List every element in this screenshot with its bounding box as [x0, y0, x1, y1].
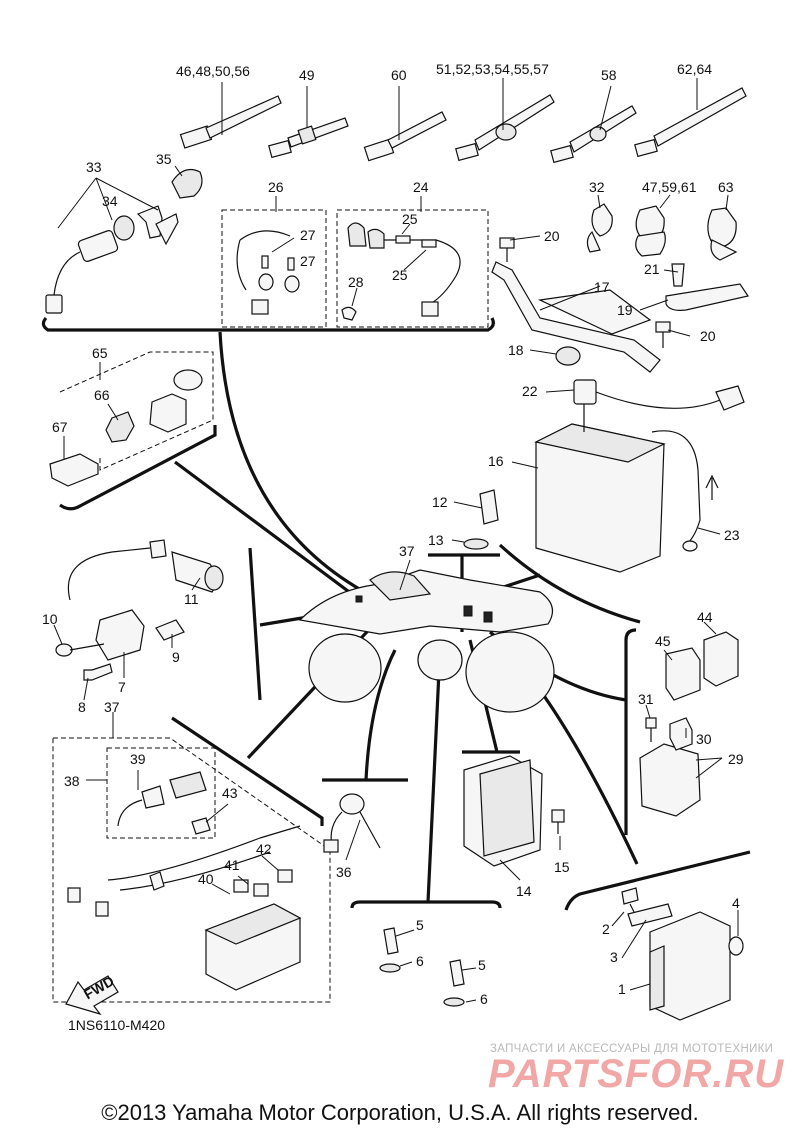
callout: 34 [102, 193, 118, 209]
callout: 5 [416, 917, 424, 933]
callout: 17 [594, 279, 610, 295]
callout: 27 [300, 253, 316, 269]
callout: 51,52,53,54,55,57 [436, 61, 549, 77]
callout: 9 [172, 649, 180, 665]
callout: 32 [589, 179, 605, 195]
dashed-subgroups [52, 209, 489, 1003]
callout: 37 [104, 699, 120, 715]
callout: 29 [728, 751, 744, 767]
callout: 25 [402, 211, 418, 227]
callout: 20 [700, 328, 716, 344]
callout: 15 [554, 859, 570, 875]
main-switch-assembly [45, 169, 203, 314]
callout: 13 [428, 532, 444, 548]
callout: 22 [522, 383, 538, 399]
battery-16 [534, 379, 745, 573]
callout: 38 [64, 773, 80, 789]
callout: 14 [516, 883, 532, 899]
callout: 20 [544, 228, 560, 244]
lead-24 [341, 222, 461, 321]
callout: 11 [184, 591, 199, 607]
callout: 21 [644, 261, 660, 277]
callout: 16 [488, 453, 504, 469]
callout: 36 [336, 864, 352, 880]
cable-tie-46 [179, 95, 282, 149]
callout: 7 [118, 679, 126, 695]
callout: 31 [638, 691, 654, 707]
callout: 12 [432, 494, 448, 510]
cdi-unit-1 [621, 887, 744, 1021]
bracket-17 [491, 237, 749, 373]
lead-26 [236, 230, 300, 315]
callout: 33 [86, 159, 102, 175]
callout: 63 [718, 179, 734, 195]
callout: 66 [94, 387, 110, 403]
callout: 1 [618, 981, 626, 997]
callout: 49 [299, 67, 315, 83]
callout: 19 [617, 302, 633, 318]
callout: 23 [724, 527, 740, 543]
callout: 46,48,50,56 [176, 63, 250, 79]
coil-group [55, 539, 224, 681]
callout: 60 [391, 67, 407, 83]
callout: 35 [156, 151, 172, 167]
callout: 2 [602, 921, 610, 937]
callout: 4 [732, 895, 740, 911]
watermark-logo: PARTSFOR.RU [488, 1052, 785, 1096]
copyright-notice: ©2013 Yamaha Motor Corporation, U.S.A. A… [101, 1100, 699, 1125]
callout: 10 [42, 611, 58, 627]
cable-tie-62 [634, 87, 747, 158]
harness-group-37 [67, 771, 302, 991]
callout: 6 [416, 953, 424, 969]
callout: 58 [601, 67, 617, 83]
rectifier-14 [463, 755, 565, 867]
callout: 26 [268, 179, 284, 195]
relay-group [639, 631, 739, 817]
callout: 62,64 [677, 61, 712, 77]
clamps [586, 203, 738, 261]
callout: 5 [478, 957, 486, 973]
drawing-code: 1NS6110-M420 [68, 1017, 166, 1033]
callout-labels: 46,48,50,56 49 60 51,52,53,54,55,57 58 6… [42, 61, 744, 1007]
cable-tie-49 [268, 117, 349, 159]
cable-tie-51 [455, 94, 555, 162]
callout: 27 [300, 227, 316, 243]
callout: 40 [198, 871, 214, 887]
switches-5-6 [379, 927, 465, 1007]
switch-36 [323, 793, 381, 853]
callout: 44 [697, 609, 713, 625]
callout: 8 [78, 699, 86, 715]
callout: 37 [399, 543, 415, 559]
cable-tie-60 [363, 111, 447, 162]
cable-tie-58 [550, 105, 637, 164]
callout: 18 [508, 342, 524, 358]
callout: 67 [52, 419, 68, 435]
atv-silhouette [298, 569, 555, 713]
callout: 42 [256, 841, 272, 857]
accessory-kit-65 [49, 369, 203, 487]
fwd-arrow: FWD [65, 973, 119, 1016]
callout: 39 [130, 751, 146, 767]
callout: 6 [480, 991, 488, 1007]
callout: 3 [610, 949, 618, 965]
watermark-tagline: ЗАПЧАСТИ И АКСЕССУАРЫ ДЛЯ МОТОТЕХНИКИ [490, 1043, 774, 1055]
callout: 28 [348, 274, 364, 290]
callout: 25 [392, 267, 408, 283]
callout: 41 [224, 857, 240, 873]
callout: 47,59,61 [642, 179, 697, 195]
callout: 65 [92, 345, 108, 361]
callout: 30 [696, 731, 712, 747]
leader-lines [53, 78, 739, 1003]
callout: 43 [222, 785, 238, 801]
callout: 24 [413, 179, 429, 195]
sensor-12 [463, 489, 499, 550]
callout: 45 [655, 633, 671, 649]
